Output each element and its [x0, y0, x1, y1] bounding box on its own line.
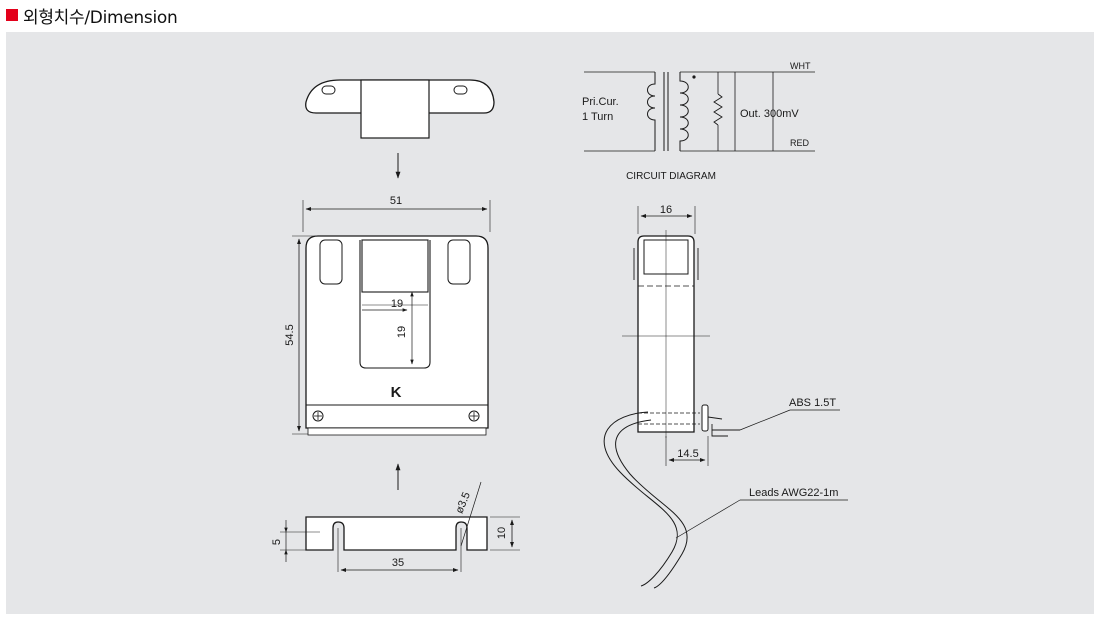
abs-thickness-label: ABS 1.5T — [789, 397, 836, 409]
red-lead-label: RED — [790, 138, 810, 148]
section-header: 외형치수/Dimension — [6, 3, 178, 28]
model-mark: K — [391, 384, 402, 401]
circuit-diagram-caption: CIRCUIT DIAGRAM — [626, 171, 716, 182]
lead-wire-2 — [615, 419, 688, 589]
clip-height-dim: 10 — [496, 527, 508, 539]
pitch-dim: 35 — [392, 557, 404, 569]
primary-turns-label: 1 Turn — [582, 111, 613, 123]
top-clip-part — [305, 79, 495, 139]
screw-right-icon — [468, 410, 480, 422]
front-height-dim: 54.5 — [284, 324, 296, 345]
front-view: 51 54.5 19 19 K — [284, 195, 491, 436]
side-view: 16 ABS 1.5T 14.5 Leads AWG22-1m — [603, 204, 848, 589]
step-dim: 5 — [271, 539, 283, 545]
red-square-marker-icon — [6, 9, 18, 21]
primary-current-label: Pri.Cur. — [582, 96, 619, 108]
lead-wire-1 — [603, 411, 678, 587]
side-width-dim: 16 — [660, 204, 672, 216]
leads-spec-label: Leads AWG22-1m — [749, 487, 838, 499]
hole-dim: ø3.5 — [454, 490, 473, 515]
dimension-drawing-panel: 51 54.5 19 19 K — [6, 32, 1094, 614]
resistor-icon — [713, 72, 723, 151]
output-voltage-label: Out. 300mV — [740, 108, 799, 120]
section-title: 외형치수/Dimension — [23, 7, 178, 28]
polarity-dot-icon — [692, 75, 696, 79]
dimension-drawing: 51 54.5 19 19 K — [271, 61, 848, 589]
circuit-diagram: Pri.Cur. 1 Turn Out. 300mV WHT RED CIRCU… — [582, 61, 815, 182]
bottom-clip-view: 35 10 5 ø3.5 — [271, 481, 520, 572]
white-lead-label: WHT — [790, 61, 811, 71]
screw-left-icon — [312, 410, 324, 422]
front-width-dim: 51 — [390, 195, 402, 207]
window-width-dim: 19 — [391, 298, 403, 310]
window-height-dim: 19 — [396, 326, 408, 338]
side-depth-dim: 14.5 — [677, 448, 698, 460]
